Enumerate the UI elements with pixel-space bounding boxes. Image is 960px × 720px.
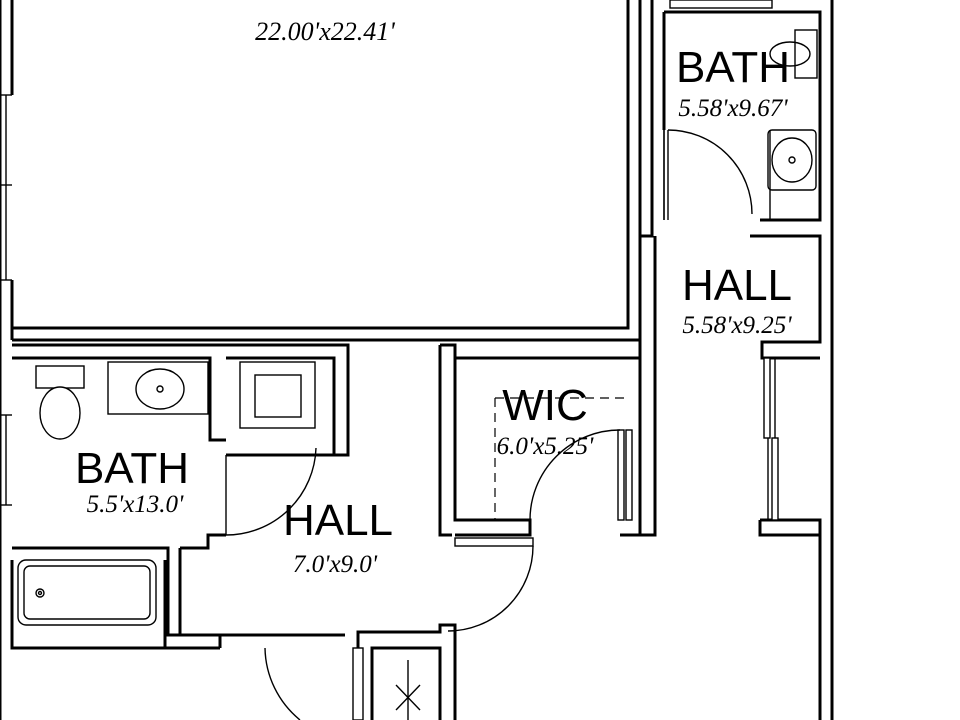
bottom-center-walls (264, 623, 457, 720)
toilet-icon (39, 386, 81, 440)
sink-icon (767, 129, 817, 191)
left-exterior-wall (0, 0, 14, 720)
left-bath-fixtures (17, 361, 316, 626)
wic-walls (438, 343, 640, 537)
vanity-icon (107, 361, 209, 415)
top-room-dims: 22.00'x22.41' (255, 17, 395, 46)
bath-right-dims: 5.58'x9.67' (678, 95, 788, 122)
wic-dims: 6.0'x5.25' (497, 433, 594, 460)
right-bath-fixtures (669, 0, 818, 220)
left-bath-walls (10, 343, 350, 650)
bathtub-icon (17, 559, 157, 626)
wic-name: WIC (502, 381, 588, 430)
bath-right-name: BATH (676, 43, 790, 92)
hall-center-name: HALL (283, 496, 393, 545)
linen-closet-icon (239, 361, 316, 429)
bath-left-name: BATH (75, 444, 189, 493)
bath-left-dims: 5.5'x13.0' (87, 491, 184, 518)
sink-icon (135, 368, 185, 410)
hall-right-name: HALL (682, 261, 792, 310)
hall-center-dims: 7.0'x9.0' (293, 551, 378, 578)
left-bath-door (225, 447, 317, 536)
hall-right-dims: 5.58'x9.25' (682, 312, 792, 339)
wic-door (447, 537, 534, 632)
top-room-walls (12, 0, 642, 342)
toilet-tank-icon (35, 365, 85, 389)
right-bath-door (663, 129, 753, 220)
toilet-tank-icon (794, 29, 818, 79)
right-hall-closet (763, 357, 779, 521)
